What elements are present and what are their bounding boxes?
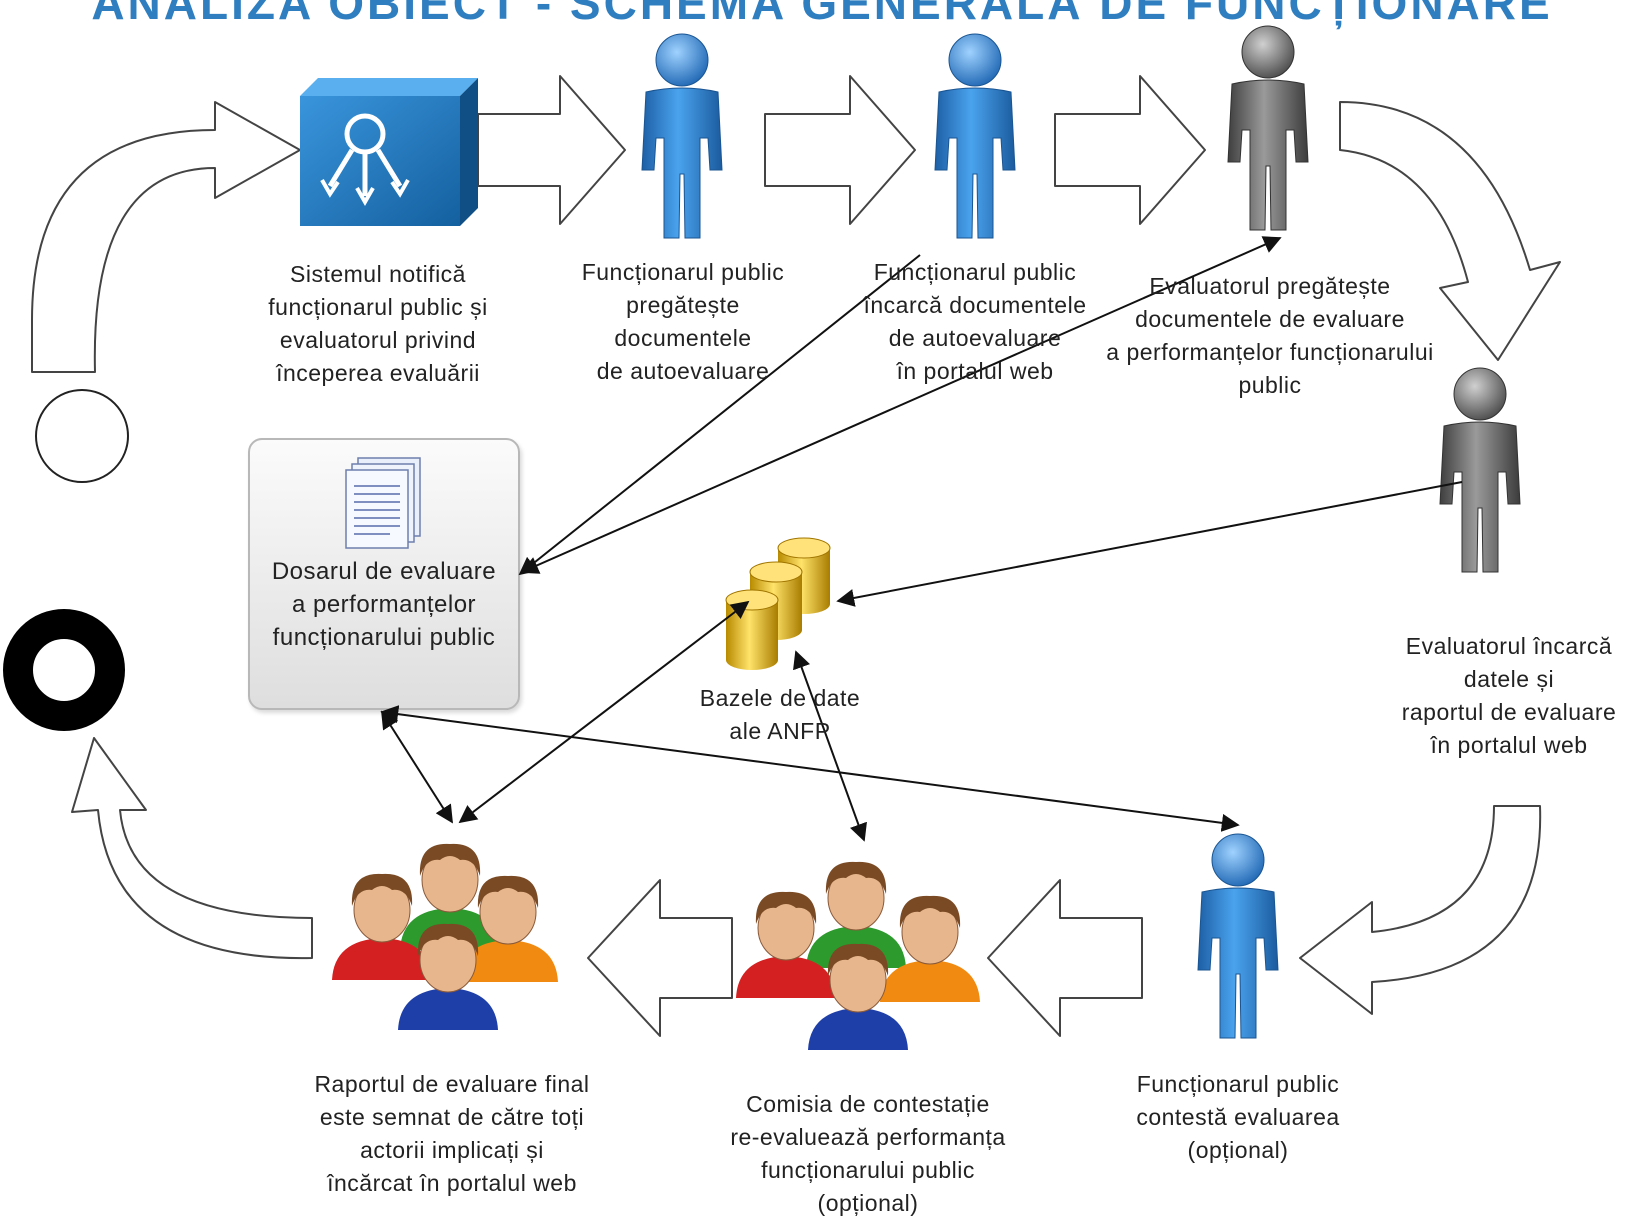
page-title: ANALIZA OBIECT - SCHEMA GENERALĂ DE FUNC… — [91, 0, 1553, 29]
flow-arrow-3 — [1054, 75, 1206, 225]
final-report-label: Raportul de evaluare final este semnat d… — [314, 1071, 590, 1196]
link-db-committee — [793, 650, 867, 842]
committee-label: Comisia de contestație re-evaluează perf… — [730, 1091, 1006, 1216]
flow-arrow-left-1 — [987, 879, 1143, 1037]
end-circle-icon — [3, 609, 125, 731]
system-cube-icon — [300, 78, 478, 226]
link-evaluator-to-db — [836, 481, 1463, 607]
flow-arrow-down — [1339, 101, 1561, 361]
official-prepares-label: Funcționarul public pregătește documente… — [581, 259, 785, 384]
evaluator-uploads-label: Evaluatorul încarcă datele și raportul d… — [1401, 633, 1617, 758]
flow-arrow-2 — [764, 75, 916, 225]
flow-arrow-1 — [477, 75, 626, 225]
flow-arrow-return — [1299, 805, 1542, 1015]
dossier-box — [248, 438, 520, 710]
flow-arrow-start — [31, 101, 301, 373]
databases-label: Bazele de date ale ANFP — [699, 685, 861, 744]
document-icon — [345, 457, 421, 549]
dossier-label: Dosarul de evaluare a performanțelor fun… — [271, 558, 497, 651]
flow-arrow-end — [71, 737, 313, 960]
official-contests-label: Funcționarul public contestă evaluarea (… — [1136, 1071, 1340, 1163]
system-notify-label: Sistemul notifică funcționarul public și… — [268, 261, 488, 386]
official-uploads-label: Funcționarul public încarcă documentele … — [863, 259, 1087, 384]
start-circle-icon — [35, 389, 129, 483]
link-dossier-evaluator — [520, 236, 1282, 574]
flow-arrow-left-2 — [587, 879, 733, 1037]
evaluator-prepares-label: Evaluatorul pregătește documentele de ev… — [1106, 273, 1434, 398]
